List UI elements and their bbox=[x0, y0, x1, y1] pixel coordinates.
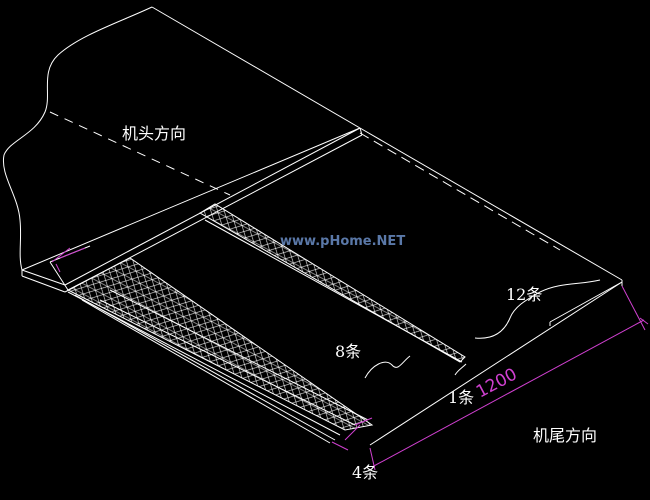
dashed-centre-line bbox=[49, 111, 231, 196]
leader-1 bbox=[454, 363, 467, 376]
truss-strip-1 bbox=[199, 203, 466, 363]
truss-group-main bbox=[66, 257, 374, 431]
watermark: www.pHome.NET bbox=[280, 234, 405, 249]
leader-12 bbox=[474, 279, 601, 339]
label-count-8: 8条 bbox=[335, 342, 361, 361]
dashed-joint-line bbox=[359, 132, 561, 251]
break-line-outline bbox=[2, 6, 153, 271]
plane-top-edge bbox=[151, 6, 361, 129]
label-count-12: 12条 bbox=[506, 285, 542, 304]
truss-strip-1-edge bbox=[204, 219, 463, 363]
label-head-direction: 机头方向 bbox=[122, 124, 186, 143]
label-dimension: 1200 bbox=[473, 364, 521, 402]
label-count-4: 4条 bbox=[352, 463, 378, 482]
left-markers bbox=[51, 247, 86, 273]
bottom-markers bbox=[331, 417, 373, 451]
label-count-1: 1条 bbox=[448, 388, 474, 407]
label-tail-direction: 机尾方向 bbox=[533, 426, 597, 445]
dimension-line bbox=[369, 285, 649, 471]
plane-right-edge bbox=[359, 127, 623, 281]
front-edge bbox=[21, 269, 623, 446]
leader-8 bbox=[364, 355, 411, 379]
